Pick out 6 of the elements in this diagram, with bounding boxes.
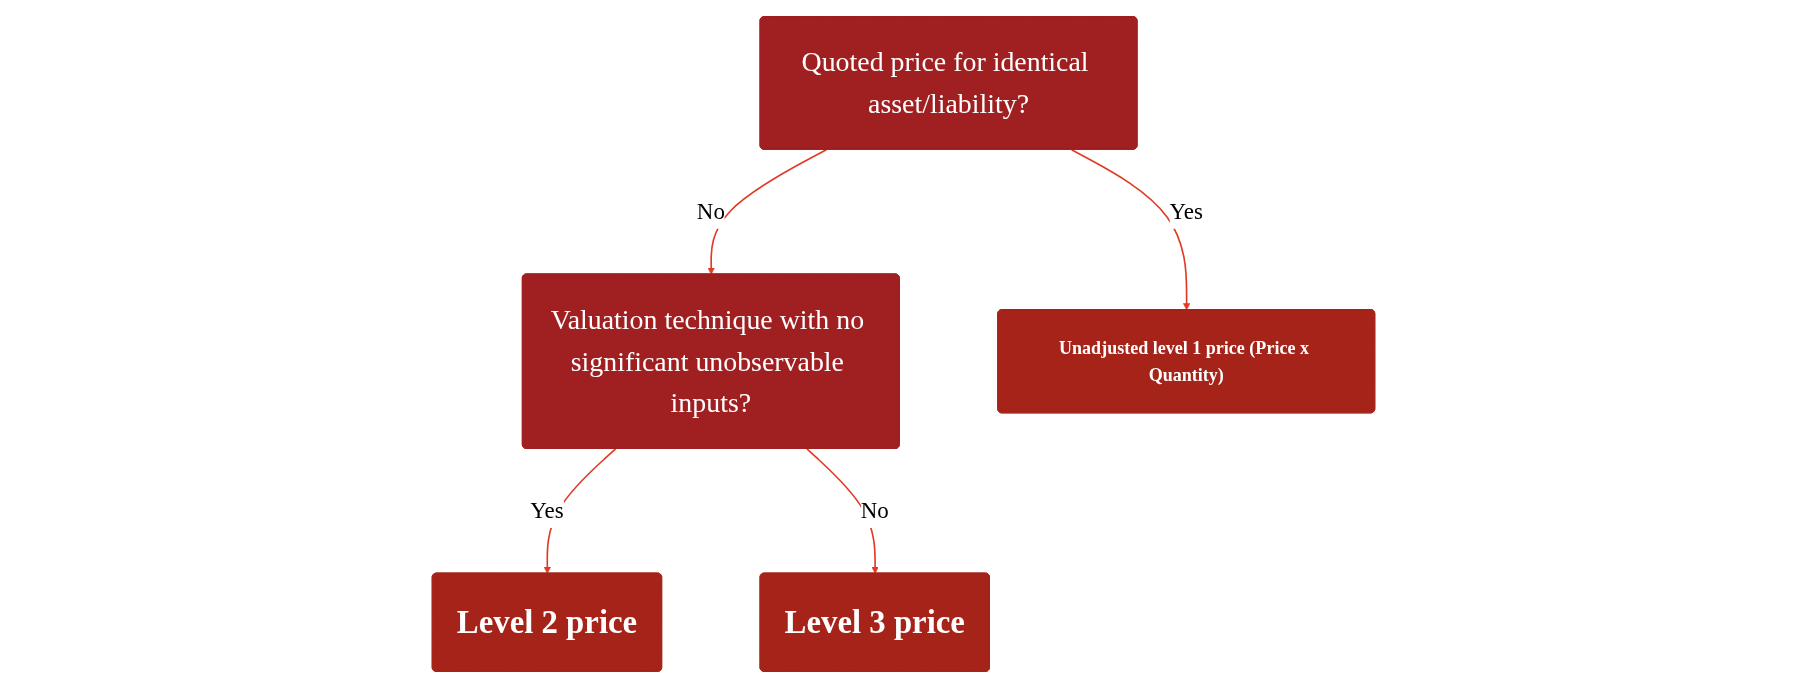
edge-label: Yes bbox=[1169, 198, 1203, 224]
arrow bbox=[1070, 148, 1191, 311]
edge-label: No bbox=[696, 198, 725, 224]
edge-label: Yes bbox=[530, 497, 564, 524]
arrow bbox=[707, 148, 828, 275]
edge-label: No bbox=[860, 497, 889, 524]
